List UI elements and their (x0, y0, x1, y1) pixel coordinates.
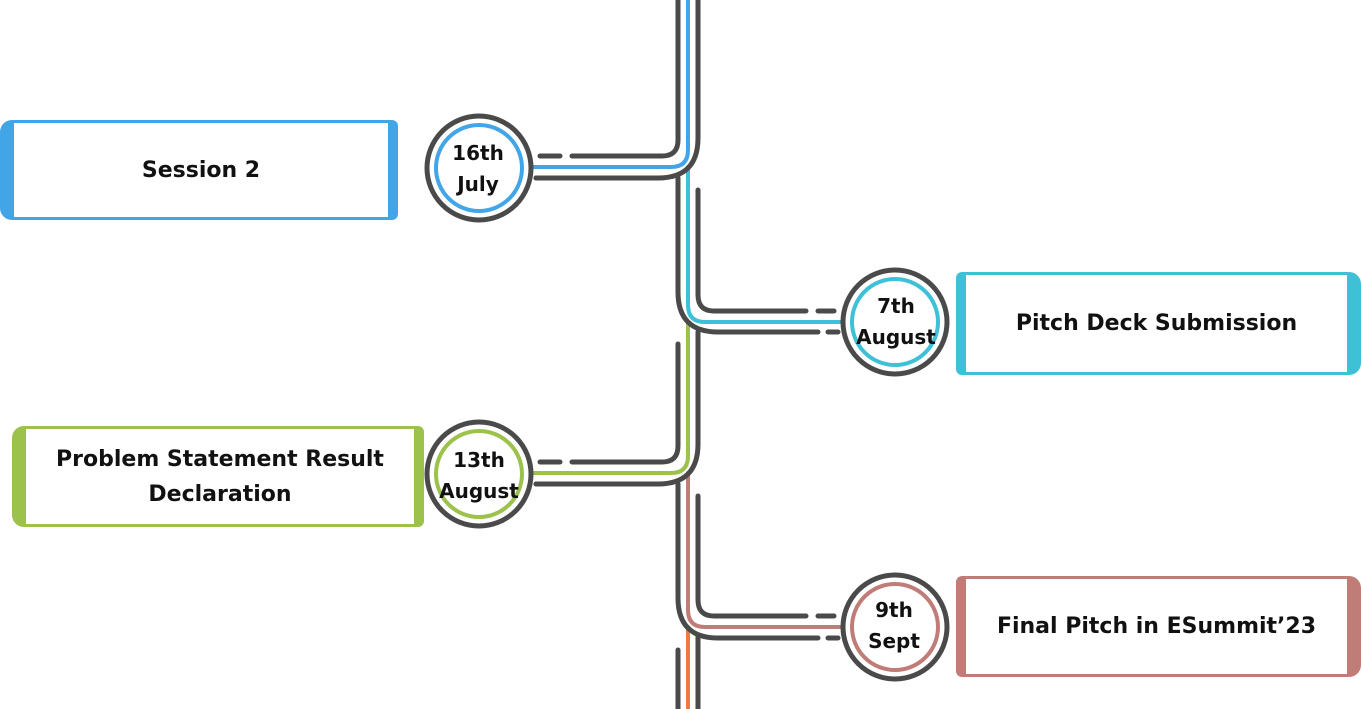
date-month: July (457, 172, 499, 196)
milestone-title: Session 2 (141, 157, 261, 183)
milestone-title: Pitch Deck Submission (1015, 311, 1298, 336)
rail-right-2 (695, 187, 809, 314)
date-day: 13th (453, 448, 505, 472)
connector-line-pitch-deck (686, 165, 848, 324)
connector-line-final-pitch (686, 471, 848, 629)
milestone-title: Final Pitch in ESummit’23 (996, 614, 1317, 639)
milestone-box-problem-statement: Problem Statement Result Declaration (12, 426, 424, 527)
date-month: Sept (868, 629, 920, 653)
rail-right-1 (533, 0, 701, 181)
rail-left-2 (675, 175, 821, 335)
rail-right-3 (533, 329, 701, 487)
connector-line-session-2 (520, 0, 690, 169)
milestone-title: Problem Statement Result Declaration (56, 446, 384, 507)
milestone-date-7th-august: 7th August (854, 279, 938, 365)
date-circle-inner (850, 582, 940, 672)
date-month: August (856, 325, 936, 349)
rail-left-3 (569, 341, 681, 465)
timeline-tracks (520, 0, 848, 709)
milestone-box-session-2: Session 2 (0, 120, 398, 220)
milestone-box-final-pitch: Final Pitch in ESummit’23 (956, 576, 1361, 677)
rail-left-4 (675, 481, 821, 641)
date-circle-inner (434, 123, 524, 213)
connector-line-problem-statement (520, 320, 690, 475)
milestone-box-pitch-deck-submission: Pitch Deck Submission (956, 272, 1361, 375)
date-month: August (439, 479, 519, 503)
date-circle-inner (850, 277, 940, 367)
date-day: 16th (452, 141, 504, 165)
milestone-date-9th-sept: 9th Sept (850, 583, 938, 669)
rail-right-4 (695, 493, 809, 619)
milestone-date-13th-august: 13th August (437, 432, 521, 520)
rail-left-1 (569, 0, 681, 159)
date-circle-inner (434, 429, 524, 519)
timeline-nodes (424, 113, 950, 682)
date-day: 9th (875, 598, 913, 622)
date-day: 7th (877, 294, 915, 318)
milestone-date-16th-july: 16th July (437, 126, 519, 212)
